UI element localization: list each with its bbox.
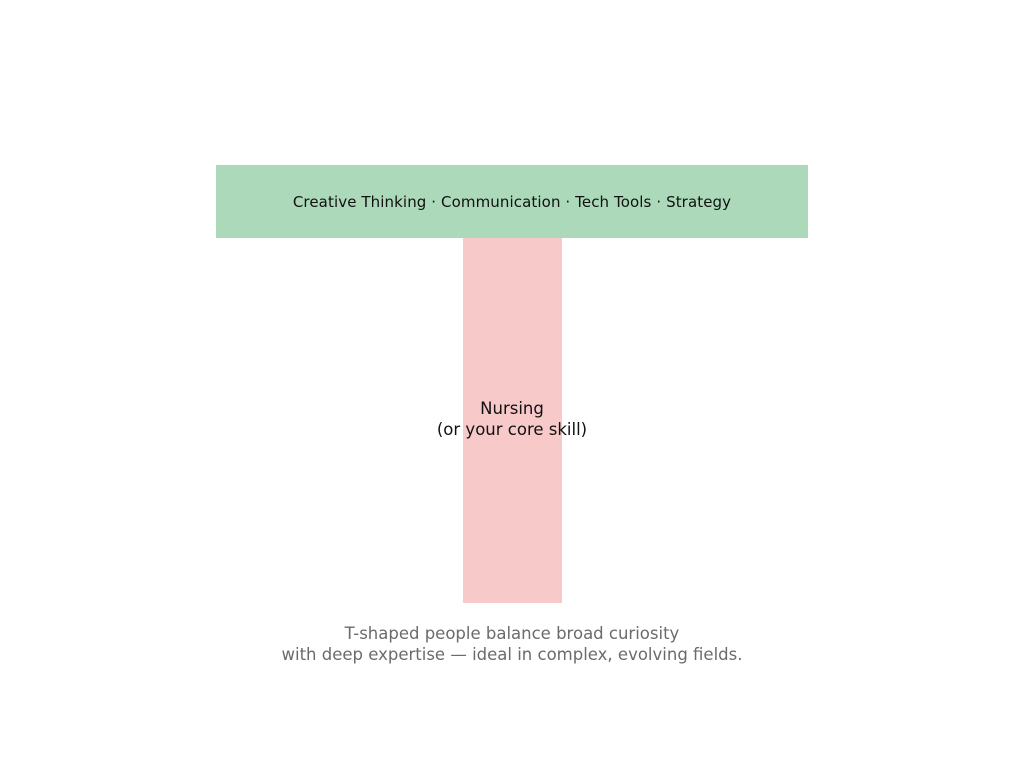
caption-line-2: with deep expertise — ideal in complex, … [281, 645, 743, 664]
core-skill-label: Nursing (or your core skill) [312, 398, 712, 440]
broad-skills-label: Creative Thinking · Communication · Tech… [292, 192, 732, 211]
core-skill-subtitle: (or your core skill) [436, 420, 588, 439]
core-skill-title: Nursing [480, 399, 544, 418]
diagram-caption: T-shaped people balance broad curiosity … [112, 623, 912, 665]
t-horizontal-bar-broad-skills: Creative Thinking · Communication · Tech… [216, 165, 808, 238]
caption-line-1: T-shaped people balance broad curiosity [344, 624, 680, 643]
t-vertical-stem-deep-skill [463, 237, 562, 603]
